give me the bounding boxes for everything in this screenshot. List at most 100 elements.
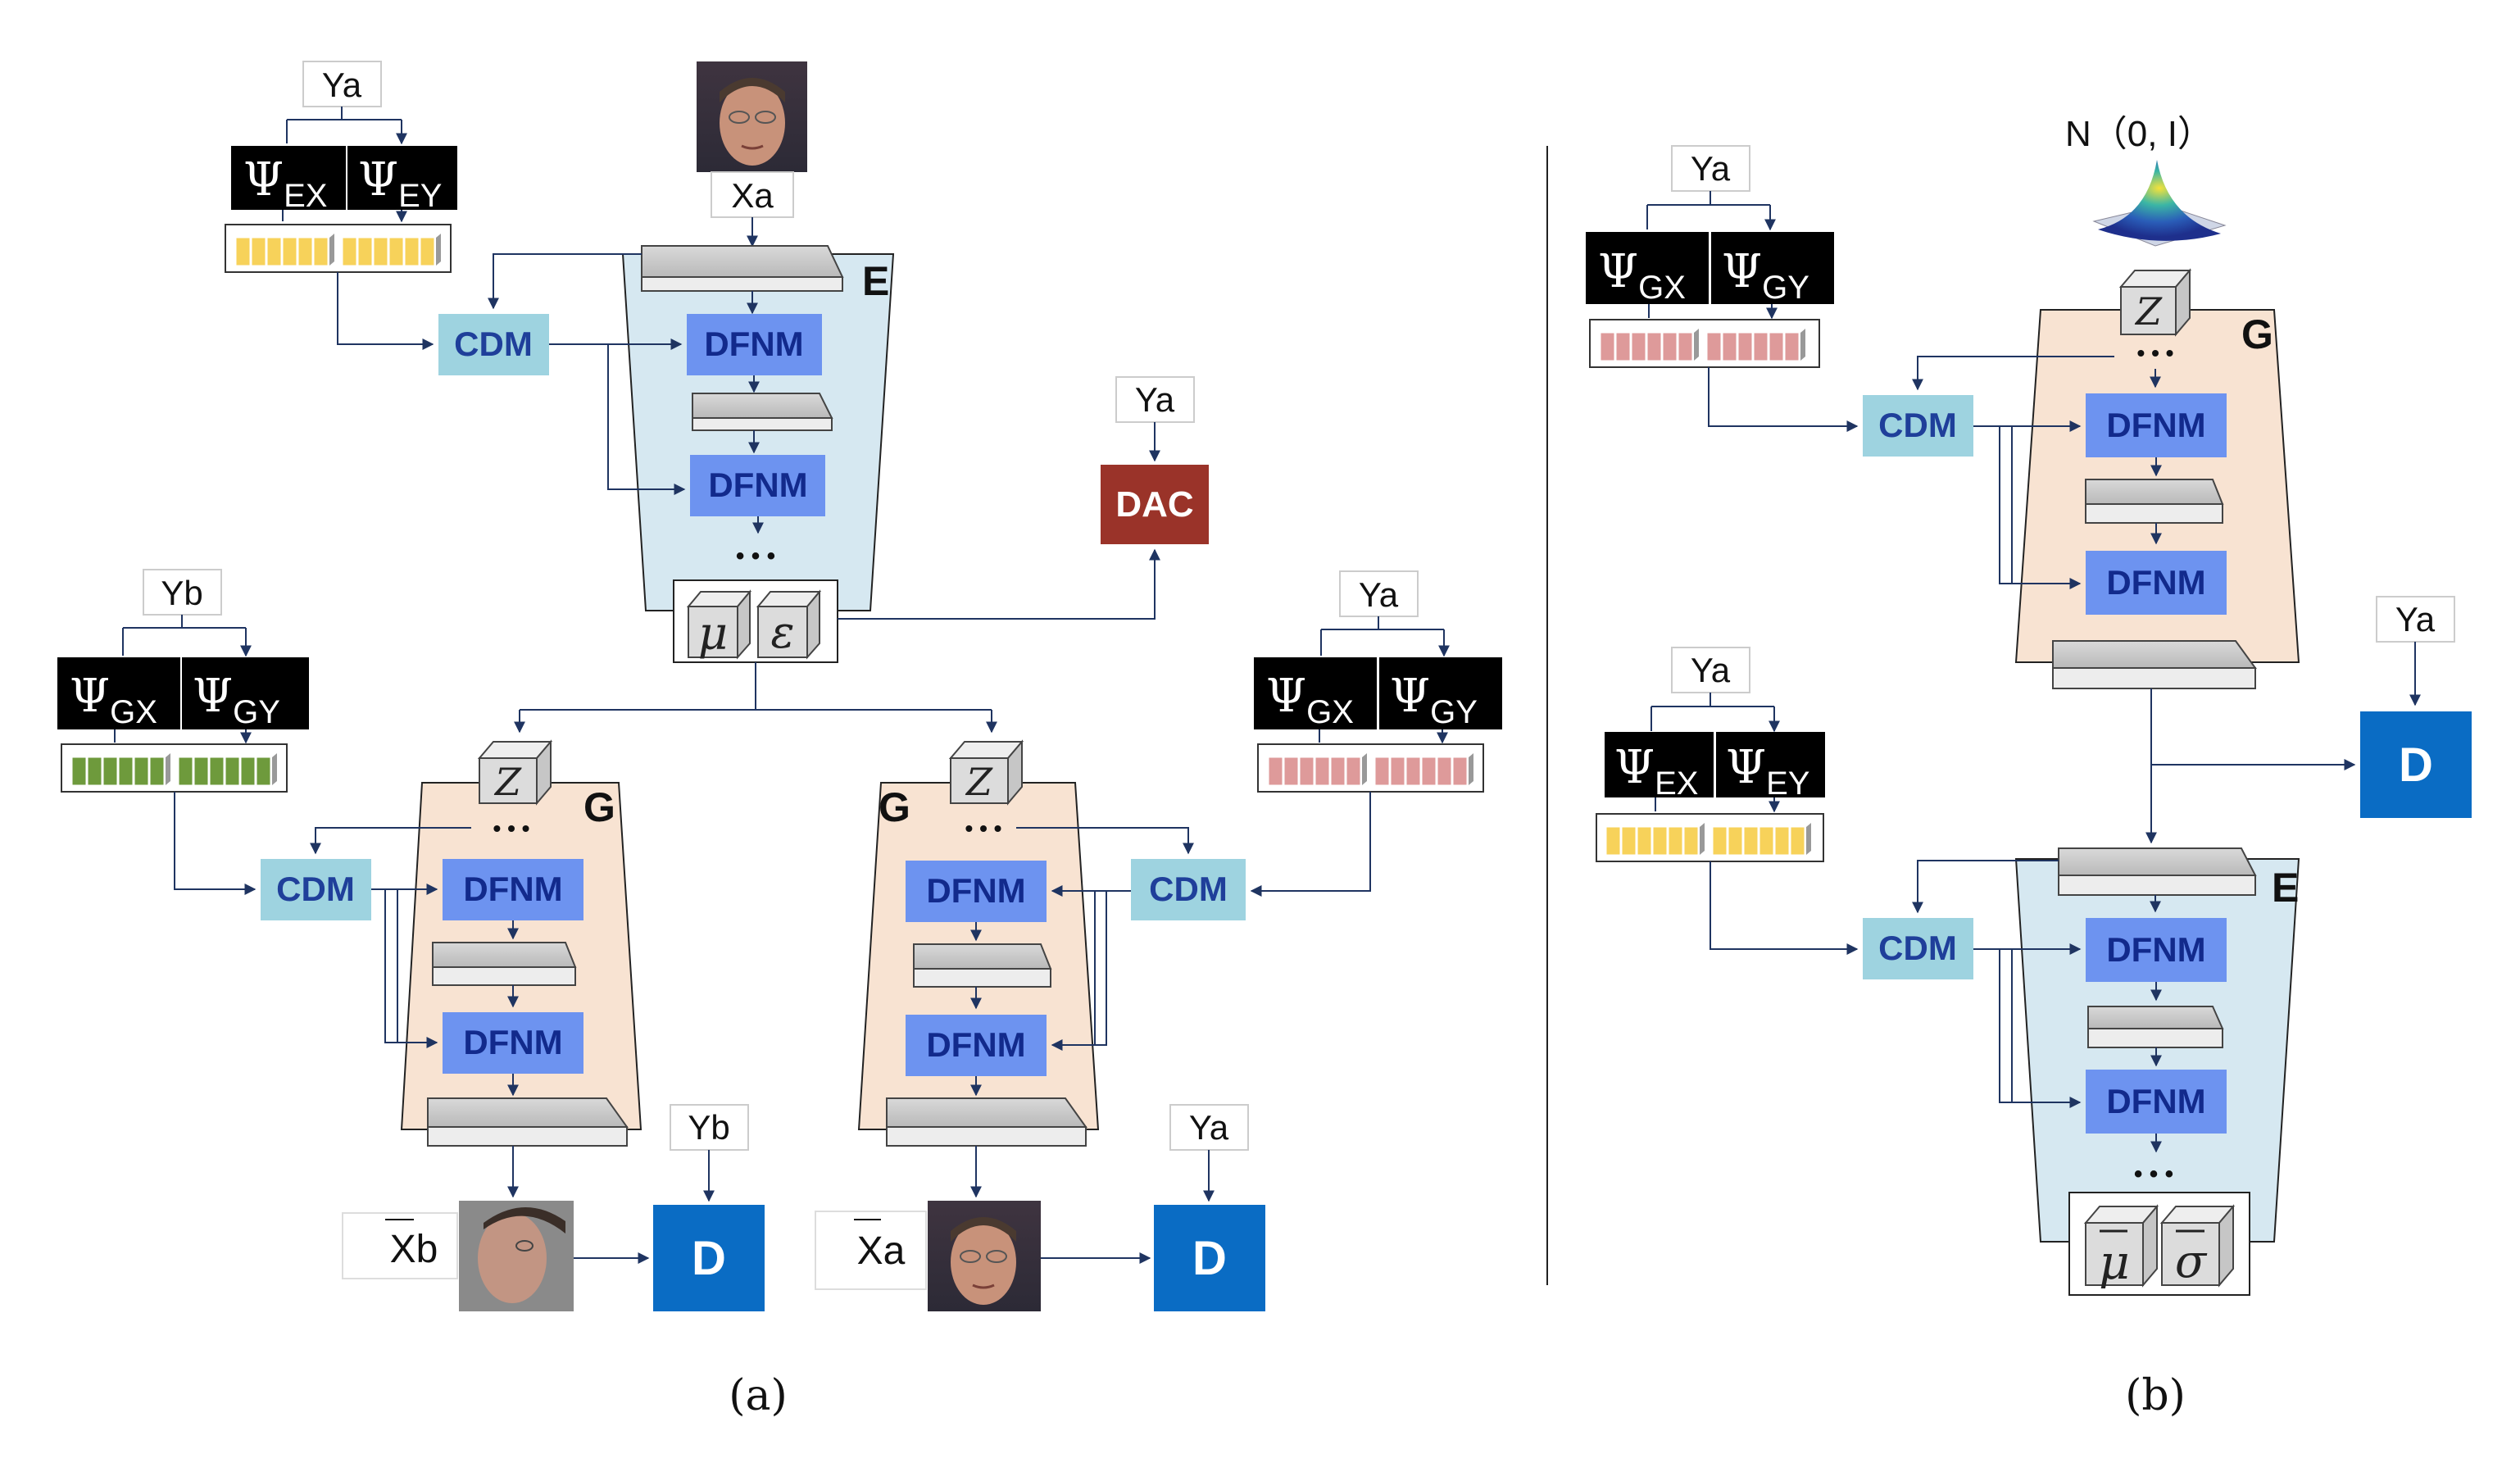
dfnm-label-1: DFNM	[2106, 930, 2205, 969]
psi-ey-block	[1716, 732, 1825, 797]
feature-cell	[225, 756, 240, 786]
panel-a: E Ya ΨEX ΨEY Xa CDM	[57, 61, 1502, 1420]
dac-block	[1101, 465, 1209, 544]
feature-cell	[178, 756, 193, 786]
feature-cell	[1299, 756, 1314, 786]
psi-ex-symbol: Ψ	[1614, 741, 1655, 794]
feature-cell	[1330, 756, 1346, 786]
psi-gx-sub: GX	[1638, 270, 1686, 306]
dfnm-label-2: DFNM	[708, 466, 807, 504]
feature-cell	[1631, 332, 1646, 361]
feature-cell	[1743, 826, 1759, 856]
cdm-label: CDM	[1878, 929, 1957, 967]
feature-cell	[1600, 332, 1615, 361]
dfnm-block-2	[690, 455, 825, 516]
ya-label: Ya	[322, 66, 362, 104]
dfnm-block-1	[443, 859, 583, 920]
caption-a: (a)	[729, 1371, 788, 1420]
cdm-label: CDM	[1149, 870, 1228, 908]
feature-cell	[1621, 826, 1637, 856]
feature-cell	[1390, 756, 1405, 786]
feature-cell	[373, 237, 388, 266]
psi-gy-symbol: Ψ	[193, 670, 233, 723]
psi-ex-block	[1605, 732, 1714, 797]
dfnm-block-1	[687, 314, 822, 375]
feature-cell	[1678, 332, 1693, 361]
psi-gx-sub: GX	[110, 694, 157, 730]
feature-cell	[1346, 756, 1361, 786]
svg-text:Z: Z	[2134, 289, 2163, 334]
dfnm-block-1	[2086, 393, 2227, 457]
feature-cell	[149, 756, 165, 786]
encoder-slab	[2087, 1006, 2224, 1029]
encoder-letter: E	[2272, 865, 2299, 911]
input-face-xa	[697, 61, 807, 172]
feature-bars-gold	[1605, 823, 1811, 856]
encoder-slab-1	[641, 245, 844, 278]
feature-cell	[209, 756, 225, 786]
feature-cell	[1712, 826, 1728, 856]
psi-ey-block	[347, 146, 457, 210]
discriminator-label: D	[2399, 738, 2433, 792]
feature-cell	[1637, 826, 1652, 856]
ellipsis-dots: • • •	[965, 816, 1002, 841]
feature-cell	[1759, 826, 1774, 856]
feature-cell	[1652, 826, 1668, 856]
dfnm-label-2: DFNM	[2106, 563, 2205, 602]
psi-gx-block	[57, 657, 180, 729]
psi-gx-symbol: Ψ	[70, 670, 110, 723]
cdm-block	[261, 859, 371, 920]
yb-label: Yb	[161, 574, 202, 612]
svg-text:ΨGY: ΨGY	[1722, 245, 1809, 306]
psi-gy-symbol: Ψ	[1722, 245, 1762, 298]
generator-letter-left: G	[583, 784, 615, 830]
encoder-slab	[2058, 847, 2257, 876]
feature-bars-pink	[1600, 329, 1805, 361]
psi-gx-symbol: Ψ	[1266, 670, 1306, 723]
psi-gy-sub: GY	[233, 694, 280, 730]
psi-gy-block	[1711, 232, 1834, 304]
feature-cell	[420, 237, 435, 266]
mu-cube: μ	[686, 589, 752, 661]
ya-label: Ya	[1359, 575, 1399, 614]
psi-gy-block	[182, 657, 309, 729]
feature-cell	[1722, 332, 1737, 361]
discriminator-block	[653, 1205, 765, 1311]
dfnm-label-2: DFNM	[463, 1023, 562, 1061]
dfnm-label-2: DFNM	[926, 1025, 1025, 1064]
feature-cell	[102, 756, 118, 786]
feature-cell	[1737, 332, 1753, 361]
gaussian-surface-icon	[2092, 160, 2227, 247]
feature-cell	[1421, 756, 1437, 786]
feature-cell	[357, 237, 373, 266]
xa-label: Xa	[731, 176, 774, 215]
cdm-label: CDM	[454, 325, 533, 363]
feature-cell	[1452, 756, 1468, 786]
feature-cell	[193, 756, 209, 786]
psi-gy-sub: GY	[1430, 694, 1478, 730]
encoder-slab-2	[692, 393, 833, 419]
discriminator-label: D	[1192, 1232, 1227, 1285]
feature-cell	[134, 756, 149, 786]
feature-cell	[404, 237, 420, 266]
feature-bars-green	[71, 753, 277, 786]
dfnm-label-1: DFNM	[2106, 406, 2205, 444]
generator-letter: G	[2241, 311, 2273, 357]
feature-cell	[1615, 332, 1631, 361]
panel-b: N（0, I） G Z • • • Ya ΨGX ΨGY CDM	[1586, 114, 2472, 1420]
cdm-block	[1863, 395, 1973, 457]
ellipsis-dots: • • •	[736, 543, 775, 570]
dfnm-block-2	[906, 1015, 1047, 1076]
cdm-block	[1131, 859, 1246, 920]
feature-cell	[1605, 826, 1621, 856]
feature-cell	[1784, 332, 1800, 361]
discriminator-block	[2360, 711, 2472, 818]
svg-text:ΨEY: ΨEY	[358, 153, 442, 214]
svg-text:ΨGY: ΨGY	[193, 670, 280, 730]
generator-slab	[2085, 479, 2224, 505]
psi-gx-sub: GX	[1306, 694, 1354, 730]
psi-ey-symbol: Ψ	[358, 153, 398, 207]
dfnm-block-2	[2086, 551, 2227, 615]
dac-label: DAC	[1115, 484, 1193, 525]
